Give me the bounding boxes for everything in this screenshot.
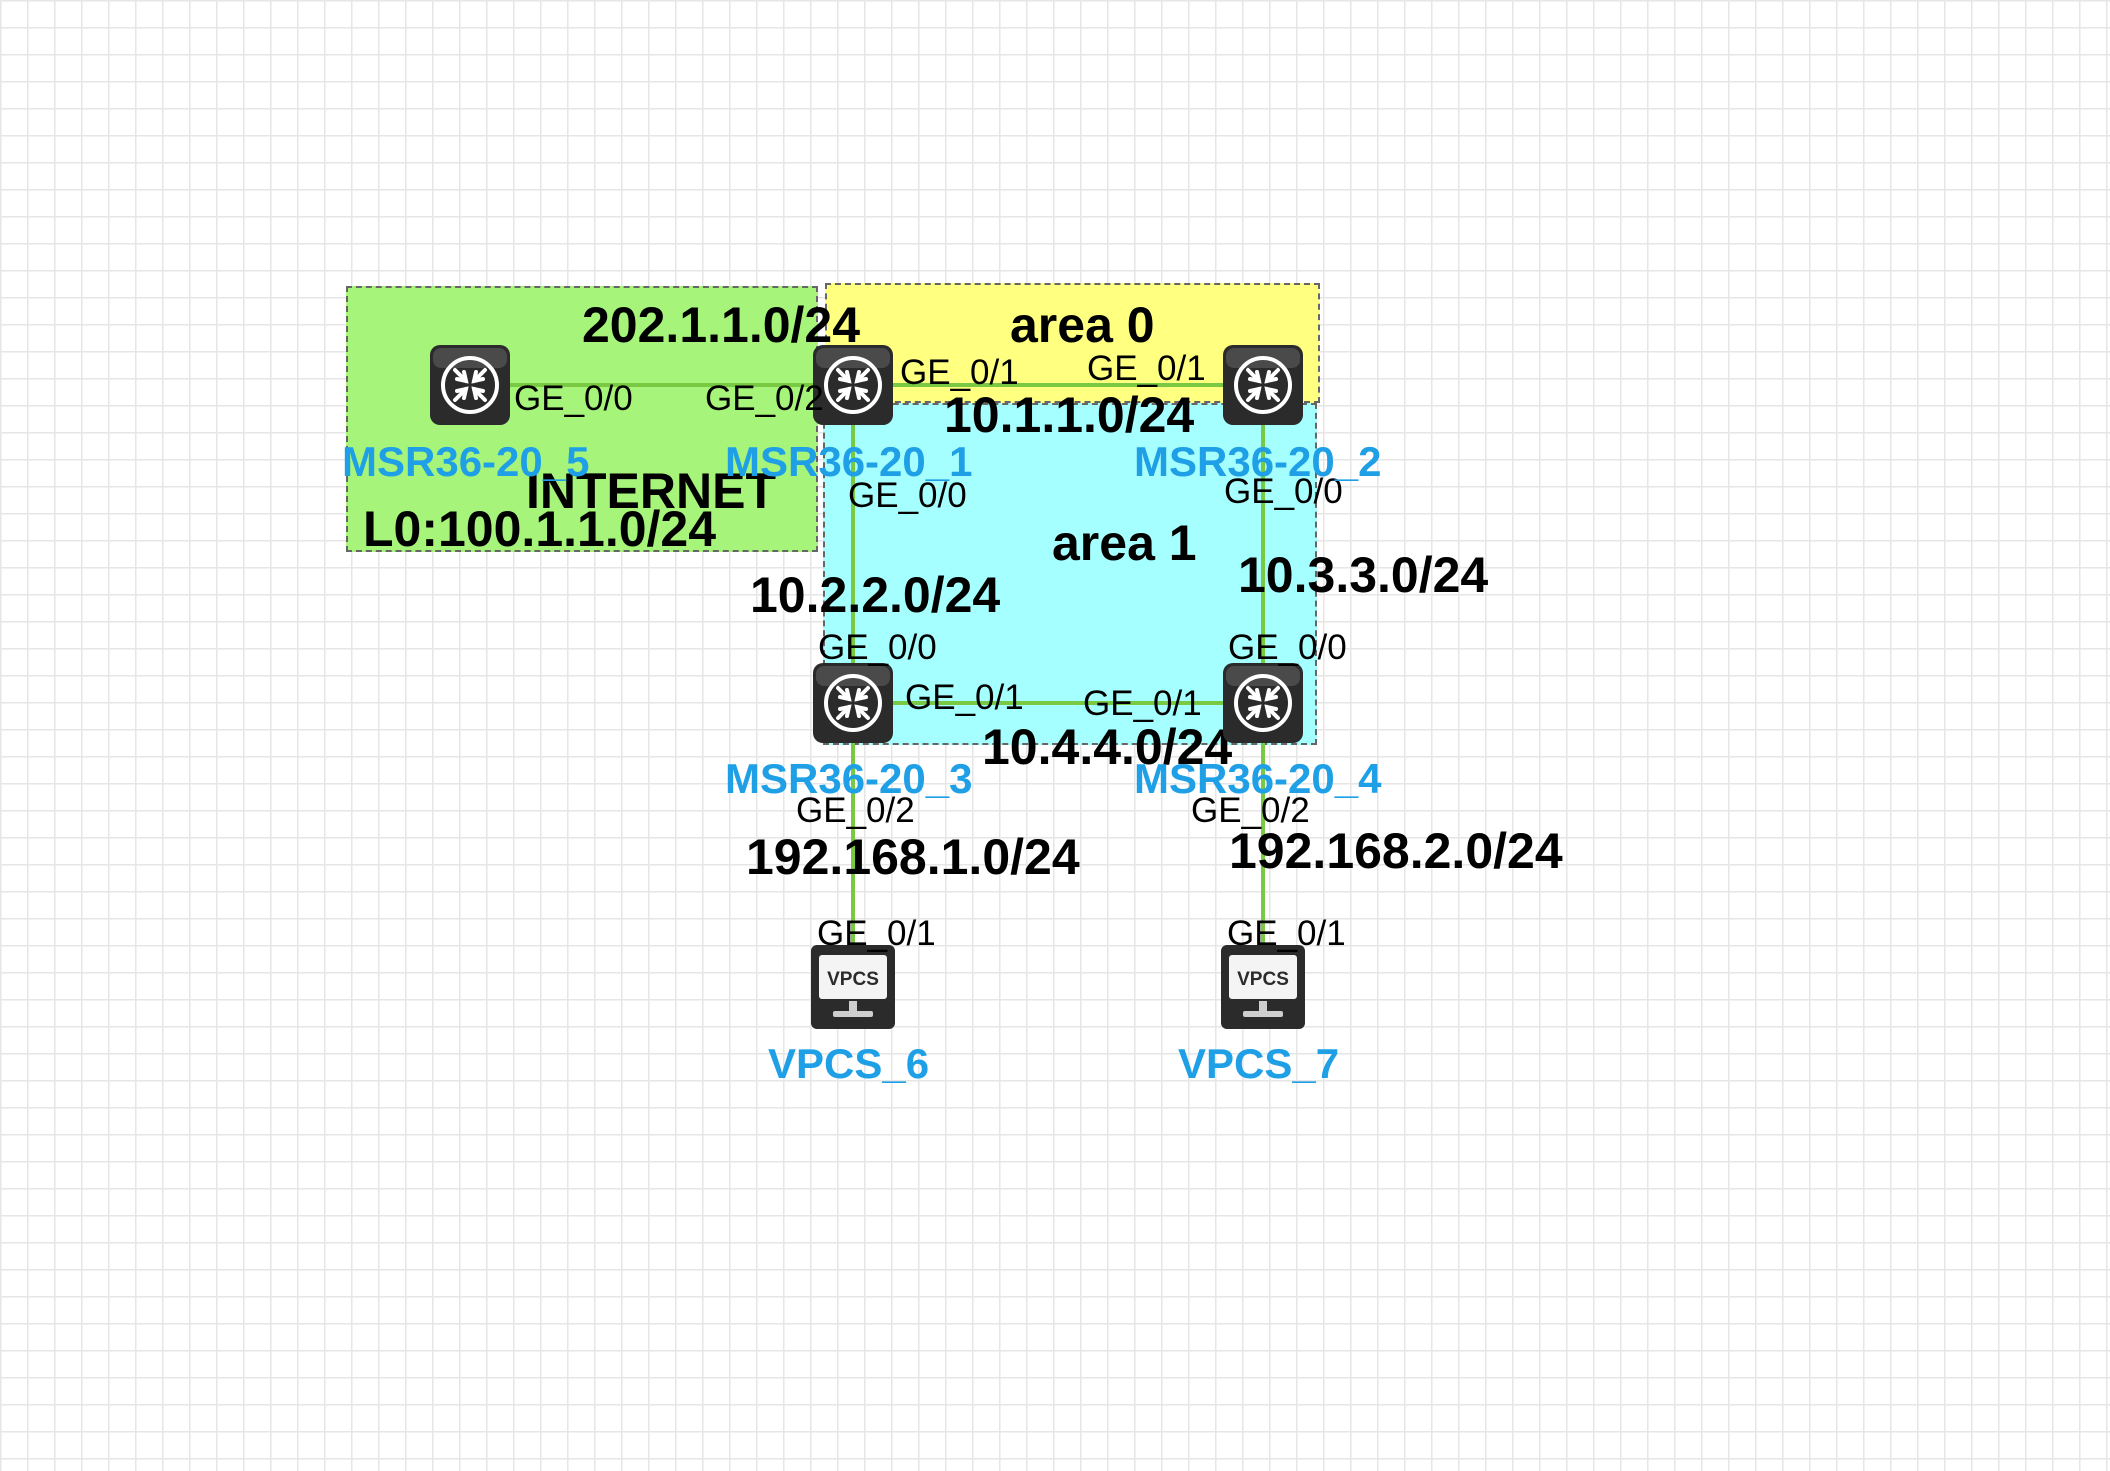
device-label-r2[interactable]: MSR36-20_2 [1134, 438, 1382, 485]
port-label-r1-ge00: GE_0/0 [848, 476, 967, 515]
port-label-r5-ge00: GE_0/0 [514, 379, 633, 418]
router-icon [813, 663, 893, 743]
port-label-pc6-ge01: GE_0/1 [817, 914, 936, 953]
vpcs-terminal-icon: VPCS [1221, 945, 1305, 1029]
port-label-pc7-ge01: GE_0/1 [1227, 914, 1346, 953]
router-msr36-20-1[interactable] [811, 343, 895, 427]
internet-label: INTERNET [526, 463, 776, 519]
port-label-r1-ge01: GE_0/1 [900, 353, 1019, 392]
network-label-10-3: 10.3.3.0/24 [1238, 547, 1489, 603]
network-label-202: 202.1.1.0/24 [582, 297, 861, 353]
loopback-label: L0:100.1.1.0/24 [363, 501, 717, 557]
network-label-10-1: 10.1.1.0/24 [944, 387, 1195, 443]
area0-label: area 0 [1010, 297, 1155, 353]
vpcs-6[interactable]: VPCS [809, 943, 897, 1031]
port-label-r2-ge01: GE_0/1 [1087, 349, 1206, 388]
device-label-r1[interactable]: MSR36-20_1 [725, 438, 973, 485]
router-icon [813, 345, 893, 425]
port-label-r4-ge01: GE_0/1 [1083, 684, 1202, 723]
vpcs-7[interactable]: VPCS [1219, 943, 1307, 1031]
network-label-192-2: 192.168.2.0/24 [1229, 823, 1563, 879]
vpcs-badge: VPCS [1237, 969, 1289, 990]
internet-zone [346, 286, 818, 552]
device-label-pc7[interactable]: VPCS_7 [1178, 1040, 1340, 1087]
network-label-10-2: 10.2.2.0/24 [750, 567, 1001, 623]
router-icon [1223, 345, 1303, 425]
router-icon [1223, 663, 1303, 743]
device-label-r3[interactable]: MSR36-20_3 [725, 755, 973, 802]
device-label-r5[interactable]: MSR36-20_5 [342, 438, 590, 485]
port-label-r3-ge00: GE_0/0 [818, 628, 937, 667]
area1-label: area 1 [1052, 515, 1197, 571]
vpcs-terminal-icon: VPCS [811, 945, 895, 1029]
port-label-r2-ge00: GE_0/0 [1224, 472, 1343, 511]
port-label-r4-ge02: GE_0/2 [1191, 791, 1310, 830]
router-msr36-20-2[interactable] [1221, 343, 1305, 427]
device-label-r4[interactable]: MSR36-20_4 [1134, 755, 1382, 802]
device-label-pc6[interactable]: VPCS_6 [768, 1040, 930, 1087]
port-label-r3-ge01: GE_0/1 [905, 678, 1024, 717]
router-icon [430, 345, 510, 425]
router-msr36-20-3[interactable] [811, 661, 895, 745]
port-label-r1-ge02: GE_0/2 [705, 379, 824, 418]
router-msr36-20-5[interactable] [428, 343, 512, 427]
port-label-r3-ge02: GE_0/2 [796, 791, 915, 830]
vpcs-badge: VPCS [827, 969, 879, 990]
router-msr36-20-4[interactable] [1221, 661, 1305, 745]
port-label-r4-ge00: GE_0/0 [1228, 628, 1347, 667]
network-label-10-4: 10.4.4.0/24 [982, 719, 1233, 775]
network-label-192-1: 192.168.1.0/24 [746, 829, 1080, 885]
